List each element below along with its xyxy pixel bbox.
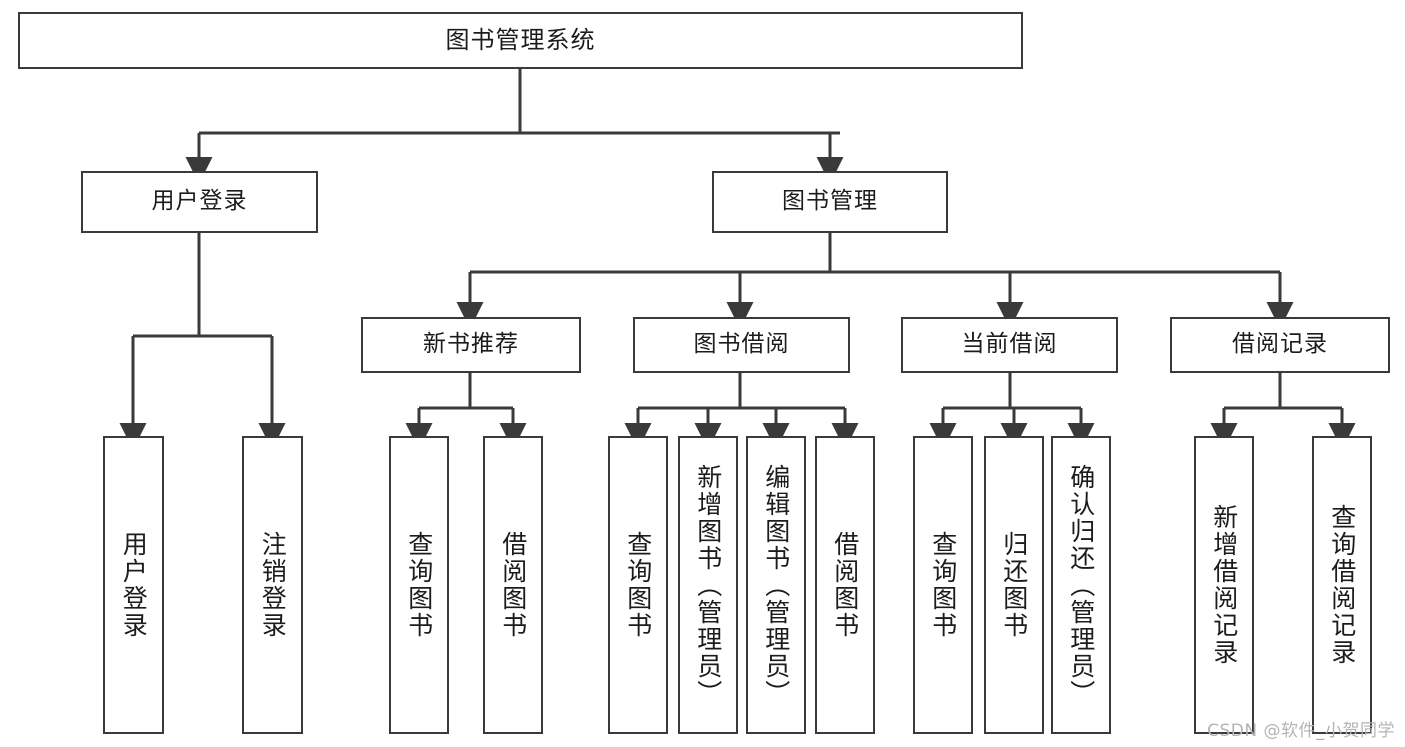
node-label: 编辑图书（管理员） bbox=[761, 463, 791, 707]
node-root-book-management-system[interactable]: 图书管理系统 bbox=[18, 12, 1023, 69]
node-label: 确认归还（管理员） bbox=[1066, 463, 1096, 707]
node-label: 归还图书 bbox=[999, 531, 1029, 639]
leaf-return-book[interactable]: 归还图书 bbox=[984, 436, 1044, 734]
leaf-query-book-current[interactable]: 查询图书 bbox=[913, 436, 973, 734]
node-label: 新书推荐 bbox=[423, 331, 519, 358]
node-label: 借阅图书 bbox=[498, 531, 528, 639]
node-user-login[interactable]: 用户登录 bbox=[81, 171, 318, 233]
leaf-add-book-admin[interactable]: 新增图书（管理员） bbox=[678, 436, 738, 734]
leaf-borrow-book-new-recommend[interactable]: 借阅图书 bbox=[483, 436, 543, 734]
leaf-query-book-borrow[interactable]: 查询图书 bbox=[608, 436, 668, 734]
node-label: 用户登录 bbox=[151, 188, 248, 215]
leaf-edit-book-admin[interactable]: 编辑图书（管理员） bbox=[746, 436, 806, 734]
leaf-user-login[interactable]: 用户登录 bbox=[103, 436, 164, 734]
leaf-add-borrow-record[interactable]: 新增借阅记录 bbox=[1194, 436, 1254, 734]
node-book-borrow[interactable]: 图书借阅 bbox=[633, 317, 850, 373]
node-label: 借阅图书 bbox=[830, 531, 860, 639]
node-current-borrow[interactable]: 当前借阅 bbox=[901, 317, 1118, 373]
node-label: 新增借阅记录 bbox=[1209, 504, 1239, 666]
node-new-book-recommend[interactable]: 新书推荐 bbox=[361, 317, 581, 373]
node-label: 查询借阅记录 bbox=[1327, 504, 1357, 666]
node-label: 注销登录 bbox=[258, 531, 288, 639]
node-label: 查询图书 bbox=[404, 531, 434, 639]
node-book-management[interactable]: 图书管理 bbox=[712, 171, 948, 233]
node-label: 借阅记录 bbox=[1232, 331, 1328, 358]
node-label: 图书借阅 bbox=[693, 331, 790, 358]
watermark: CSDN @软件_小贺同学 bbox=[1207, 721, 1395, 741]
node-label: 当前借阅 bbox=[961, 331, 1058, 358]
leaf-borrow-book-borrow[interactable]: 借阅图书 bbox=[815, 436, 875, 734]
node-label: 用户登录 bbox=[119, 531, 149, 639]
node-label: 查询图书 bbox=[928, 531, 958, 639]
leaf-query-borrow-record[interactable]: 查询借阅记录 bbox=[1312, 436, 1372, 734]
node-borrow-record[interactable]: 借阅记录 bbox=[1170, 317, 1390, 373]
node-label: 查询图书 bbox=[623, 531, 653, 639]
node-label: 新增图书（管理员） bbox=[693, 463, 723, 707]
leaf-confirm-return-admin[interactable]: 确认归还（管理员） bbox=[1051, 436, 1111, 734]
node-label: 图书管理系统 bbox=[445, 26, 596, 55]
node-label: 图书管理 bbox=[782, 188, 878, 215]
leaf-query-book-new-recommend[interactable]: 查询图书 bbox=[389, 436, 449, 734]
leaf-logout-login[interactable]: 注销登录 bbox=[242, 436, 303, 734]
